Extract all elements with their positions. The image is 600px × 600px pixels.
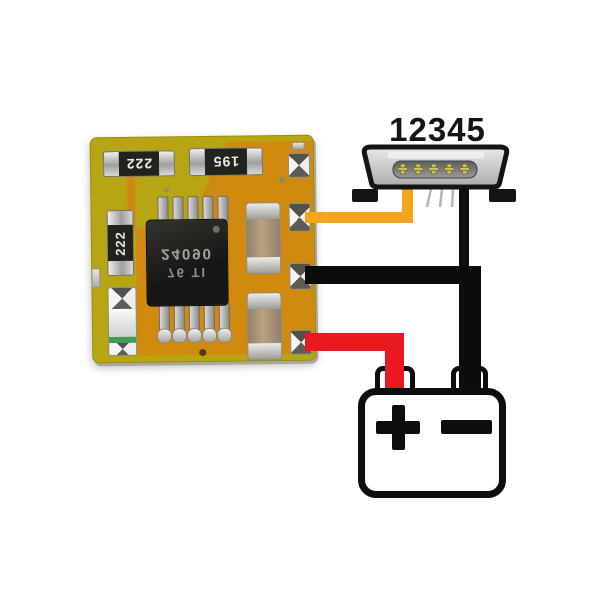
usb-mount-tab-right — [489, 189, 516, 202]
orange-wire — [305, 188, 413, 223]
red-wire — [305, 333, 404, 392]
battery-body — [358, 388, 506, 498]
usb-mount-tab-left — [352, 189, 378, 202]
battery-plus-symbol-vertical-bar — [392, 405, 405, 450]
usb-pin-numbers-label: 12345 — [389, 111, 486, 148]
usb-solder-pins — [425, 188, 455, 208]
usb-highlight — [387, 151, 485, 159]
black-wire — [305, 187, 481, 392]
usb-pins — [397, 163, 470, 175]
battery-minus-symbol — [441, 420, 492, 434]
usb-connector — [345, 105, 525, 210]
